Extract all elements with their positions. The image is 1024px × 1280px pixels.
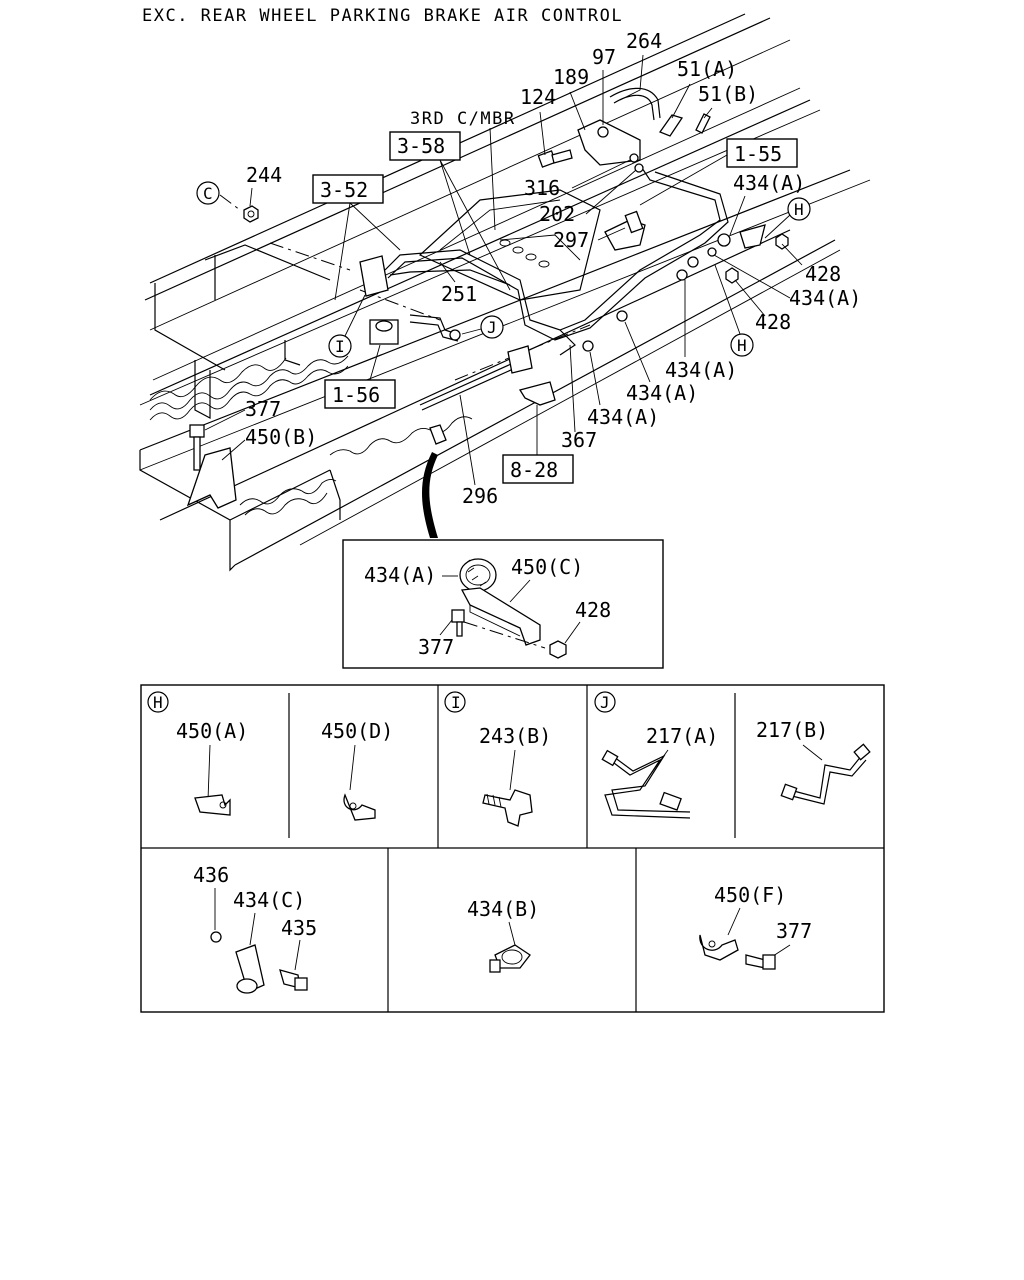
svg-text:C: C	[203, 184, 213, 203]
callout-j: J	[461, 315, 504, 339]
svg-text:3-58: 3-58	[397, 134, 445, 158]
svg-text:51(A): 51(A)	[677, 57, 737, 81]
inset-label-450c: 450(C)	[511, 555, 583, 579]
cell-j: J 217(A) 217(B)	[594, 691, 871, 819]
chassis-frame	[139, 13, 871, 572]
svg-text:377: 377	[245, 397, 281, 421]
cell-i: I 243(B)	[444, 691, 551, 827]
svg-text:J: J	[487, 318, 497, 337]
diagram-title: EXC. REAR WHEEL PARKING BRAKE AIR CONTRO…	[142, 6, 623, 26]
main-labels: 264 97 189 51(A) 51(B) 124 3RD C/MBR 316…	[245, 29, 861, 508]
svg-text:244: 244	[246, 163, 282, 187]
label-435: 435	[281, 916, 317, 940]
ref-box-1-56[interactable]: 1-56	[324, 344, 396, 409]
svg-text:264: 264	[626, 29, 662, 53]
svg-text:124: 124	[520, 85, 556, 109]
svg-text:51(B): 51(B)	[698, 82, 758, 106]
svg-text:316: 316	[524, 176, 560, 200]
cell-h: H 450(A) 450(D)	[147, 691, 393, 821]
label-450d: 450(D)	[321, 719, 393, 743]
svg-text:251: 251	[441, 282, 477, 306]
svg-text:1-55: 1-55	[734, 142, 782, 166]
svg-text:97: 97	[592, 45, 616, 69]
svg-text:434(A): 434(A)	[665, 358, 737, 382]
cell-clamp-c: 436 434(C) 435	[193, 863, 317, 994]
svg-text:297: 297	[553, 228, 589, 252]
svg-text:367: 367	[561, 428, 597, 452]
callout-h-mid: H	[714, 264, 754, 357]
svg-text:I: I	[335, 337, 345, 356]
ref-box-1-55[interactable]: 1-55	[639, 138, 798, 206]
leader-lines	[204, 54, 803, 486]
svg-text:434(A): 434(A)	[789, 286, 861, 310]
svg-text:434(A): 434(A)	[587, 405, 659, 429]
detail-inset: 434(A) 450(C) 428 377	[342, 539, 664, 669]
label-217b: 217(B)	[756, 718, 828, 742]
ref-box-3-52[interactable]: 3-52	[312, 174, 401, 301]
callout-c: C	[196, 181, 241, 211]
svg-text:189: 189	[553, 65, 589, 89]
svg-text:1-56: 1-56	[332, 383, 380, 407]
air-pipes	[384, 87, 729, 411]
callout-h-top: H	[764, 197, 811, 239]
inset-label-434a: 434(A)	[364, 563, 436, 587]
svg-text:I: I	[451, 693, 461, 712]
svg-text:H: H	[794, 200, 804, 219]
ref-box-8-28[interactable]: 8-28	[502, 405, 574, 484]
svg-text:H: H	[153, 693, 163, 712]
svg-text:434(A): 434(A)	[733, 171, 805, 195]
svg-text:8-28: 8-28	[510, 458, 558, 482]
label-450a: 450(A)	[176, 719, 248, 743]
small-parts	[186, 113, 789, 538]
cell-clamp-b: 434(B)	[467, 897, 539, 973]
label-217a: 217(A)	[646, 724, 718, 748]
inset-label-428: 428	[575, 598, 611, 622]
label-434b: 434(B)	[467, 897, 539, 921]
label-434c: 434(C)	[233, 888, 305, 912]
svg-text:428: 428	[755, 310, 791, 334]
svg-text:H: H	[737, 336, 747, 355]
cell-bracket-f: 450(F) 377	[699, 883, 812, 970]
svg-text:3-52: 3-52	[320, 178, 368, 202]
svg-text:434(A): 434(A)	[626, 381, 698, 405]
label-450f: 450(F)	[714, 883, 786, 907]
note-3rd-cmbr: 3RD C/MBR	[410, 109, 516, 129]
svg-text:296: 296	[462, 484, 498, 508]
svg-text:J: J	[600, 693, 610, 712]
svg-text:450(B): 450(B)	[245, 425, 317, 449]
label-377-f: 377	[776, 919, 812, 943]
label-243b: 243(B)	[479, 724, 551, 748]
svg-text:202: 202	[539, 202, 575, 226]
label-436: 436	[193, 863, 229, 887]
callout-i: I	[328, 294, 366, 358]
svg-text:428: 428	[805, 262, 841, 286]
inset-label-377: 377	[418, 635, 454, 659]
ref-box-3-58[interactable]: 3-58	[389, 131, 511, 291]
